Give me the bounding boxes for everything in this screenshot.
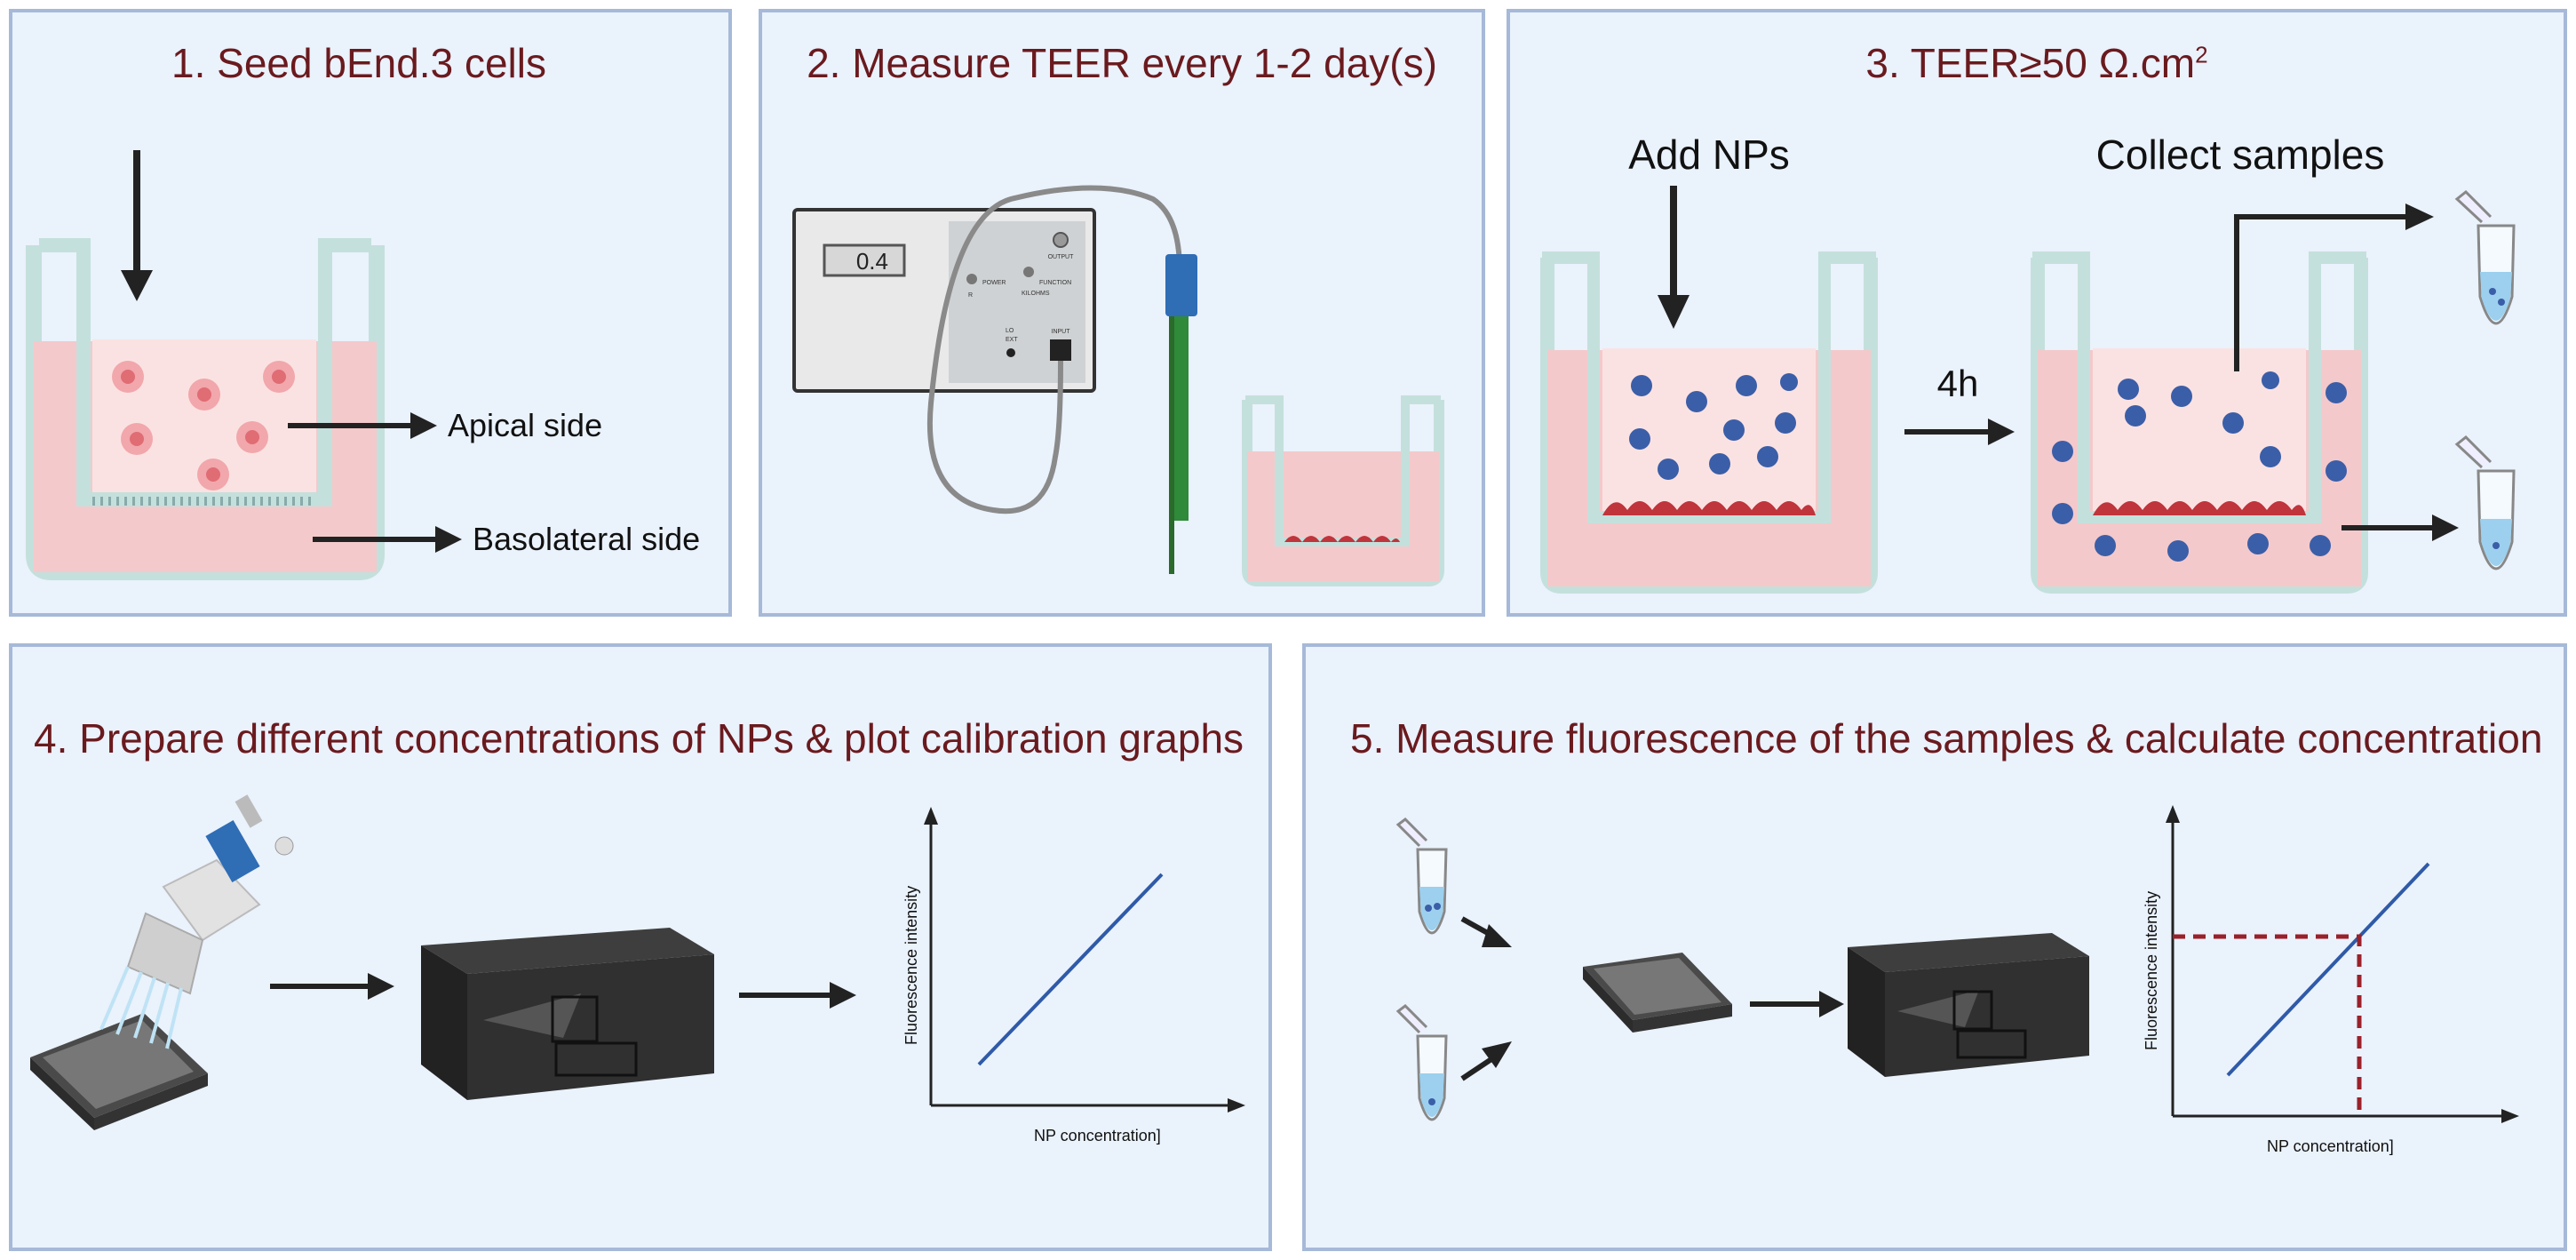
left-well bbox=[1540, 186, 1878, 594]
meter-input-port bbox=[1050, 339, 1071, 361]
panel-1-title: 1. Seed bEnd.3 cells bbox=[171, 40, 546, 86]
svg-text:KILOHMS: KILOHMS bbox=[1022, 291, 1050, 297]
y-axis-label: Fluorescence intensity bbox=[902, 886, 920, 1045]
well-plate bbox=[30, 1013, 208, 1130]
concentration-chart: NP concentration] Fluorescence intensity bbox=[2143, 805, 2519, 1155]
calibration-illustration: NP concentration] Fluorescence intensity bbox=[30, 794, 1245, 1144]
sample-tube-1 bbox=[1395, 817, 1448, 935]
time-label: 4h bbox=[1937, 363, 1979, 404]
np-transport-illustration: Add NPs Collect samples 4h bbox=[1540, 132, 2516, 594]
sample-tube-basolateral bbox=[2454, 435, 2516, 570]
add-nps-label: Add NPs bbox=[1628, 132, 1790, 178]
right-well bbox=[2031, 203, 2459, 594]
panel-calibration: 4. Prepare different concentrations of N… bbox=[9, 643, 1272, 1251]
meter-display bbox=[823, 243, 906, 277]
calibration-chart: NP concentration] Fluorescence intensity bbox=[902, 807, 1245, 1144]
svg-text:POWER: POWER bbox=[982, 280, 1006, 286]
well-plate bbox=[1583, 953, 1732, 1033]
panel-5-title: 5. Measure fluorescence of the samples &… bbox=[1350, 715, 2543, 762]
panel-4-title: 4. Prepare different concentrations of N… bbox=[34, 715, 1244, 762]
sample-tube-apical bbox=[2454, 189, 2516, 325]
meter-reading: 0.4 bbox=[856, 248, 888, 275]
x-axis-label: NP concentration] bbox=[2267, 1137, 2394, 1155]
panel-3-title: 3. TEER≥50 Ω.cm2 bbox=[1510, 39, 2564, 87]
svg-text:EXT: EXT bbox=[1006, 337, 1018, 343]
basolateral-label: Basolateral side bbox=[473, 521, 700, 557]
svg-text:FUNCTION: FUNCTION bbox=[1039, 280, 1071, 286]
collect-samples-label: Collect samples bbox=[2096, 132, 2385, 178]
svg-text:R: R bbox=[968, 292, 973, 299]
multichannel-pipette bbox=[99, 794, 294, 1049]
electrode-cable bbox=[926, 185, 1182, 514]
sample-measurement-illustration: NP concentration] Fluorescence intensity bbox=[1395, 805, 2519, 1155]
plate-reader bbox=[1848, 933, 2089, 1077]
panel-measure-samples: 5. Measure fluorescence of the samples &… bbox=[1302, 643, 2567, 1251]
seeded-cells bbox=[112, 361, 295, 490]
panel-3-title-sup: 2 bbox=[2195, 41, 2208, 68]
panel-2-title: 2. Measure TEER every 1-2 day(s) bbox=[807, 40, 1437, 86]
apical-label: Apical side bbox=[448, 407, 602, 443]
calibration-line bbox=[2226, 862, 2430, 1077]
sample-tube-2 bbox=[1395, 1004, 1448, 1121]
teer-illustration: 0.4 OUTPUT POWER FUNCTION KILOHMS R LO E… bbox=[792, 185, 1444, 586]
panel-seed-cells: 1. Seed bEnd.3 cells Apical side Basolat… bbox=[9, 9, 732, 617]
panel-add-nps: 3. TEER≥50 Ω.cm2 Add NPs Collect samples… bbox=[1507, 9, 2567, 617]
calibration-line bbox=[977, 873, 1164, 1066]
seeding-illustration: Apical side Basolateral side bbox=[26, 150, 700, 580]
electrode-handle bbox=[1165, 254, 1197, 316]
svg-text:INPUT: INPUT bbox=[1052, 329, 1071, 335]
svg-text:LO: LO bbox=[1006, 328, 1014, 334]
panel-measure-teer: 2. Measure TEER every 1-2 day(s) 0.4 OUT… bbox=[759, 9, 1485, 617]
panel-3-title-main: 3. TEER≥50 Ω.cm bbox=[1865, 40, 2196, 86]
readout-dashed-line bbox=[2173, 934, 2362, 1116]
y-axis-label: Fluorescence intensity bbox=[2143, 891, 2160, 1050]
plate-reader bbox=[421, 928, 714, 1100]
svg-text:OUTPUT: OUTPUT bbox=[1048, 254, 1075, 260]
x-axis-label: NP concentration] bbox=[1034, 1127, 1161, 1144]
electrode-arm bbox=[1174, 316, 1189, 521]
